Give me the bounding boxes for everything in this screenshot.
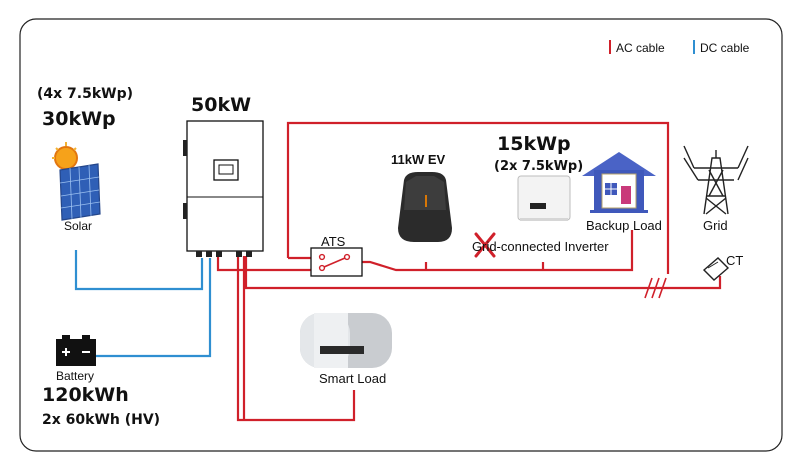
legend-ac-swatch <box>609 40 611 54</box>
smart-load-label: Smart Load <box>319 371 387 386</box>
solar-config-label: (4x 7.5kWp) <box>37 86 134 102</box>
grid-inverter-capacity-label: 15kWp <box>497 133 571 155</box>
legend-ac-label: AC cable <box>616 41 665 55</box>
house-icon <box>582 152 656 213</box>
dc-cables <box>74 250 212 358</box>
smart-load-cable-a <box>236 256 356 422</box>
inverter-capacity-label: 50kW <box>191 94 252 116</box>
loop-cable <box>286 121 670 274</box>
ats-switch-icon <box>310 247 363 277</box>
pv-inverter-icon <box>517 175 571 221</box>
solar-label: Solar <box>64 219 93 233</box>
grid-break-marks <box>644 277 667 299</box>
transmission-tower-icon <box>683 145 749 215</box>
water-heater-icon <box>300 313 392 368</box>
diagram-border <box>19 18 783 452</box>
grid-inverter-config-label: (2x 7.5kWp) <box>494 159 584 174</box>
ct-label: CT <box>726 253 744 268</box>
ev-charger-icon <box>398 172 452 242</box>
battery-label: Battery <box>56 369 95 383</box>
grid-inverter-label: Grid-connected Inverter <box>472 239 609 254</box>
disconnect-cross-icon <box>474 232 496 258</box>
backup-load-label: Backup Load <box>586 218 662 233</box>
battery-icon <box>56 335 96 366</box>
legend-dc-label: DC cable <box>700 41 750 55</box>
battery-config-label: 2x 60kWh (HV) <box>42 412 161 428</box>
ct-clamp-icon <box>702 257 730 281</box>
solar-panel-icon <box>52 142 101 221</box>
legend-dc-swatch <box>693 40 695 54</box>
grid-feed-cable <box>244 256 722 290</box>
hybrid-inverter-icon <box>183 120 264 257</box>
battery-capacity-label: 120kWh <box>42 384 129 406</box>
ats-label: ATS <box>321 234 346 249</box>
solar-capacity-label: 30kWp <box>42 108 116 130</box>
grid-label: Grid <box>703 218 728 233</box>
battery-dc-cable <box>96 258 212 358</box>
inverter-ats-cable <box>216 256 320 272</box>
ac-cables <box>216 121 722 422</box>
ev-label: 11kW EV <box>391 152 446 167</box>
solar-dc-cable <box>74 250 204 291</box>
